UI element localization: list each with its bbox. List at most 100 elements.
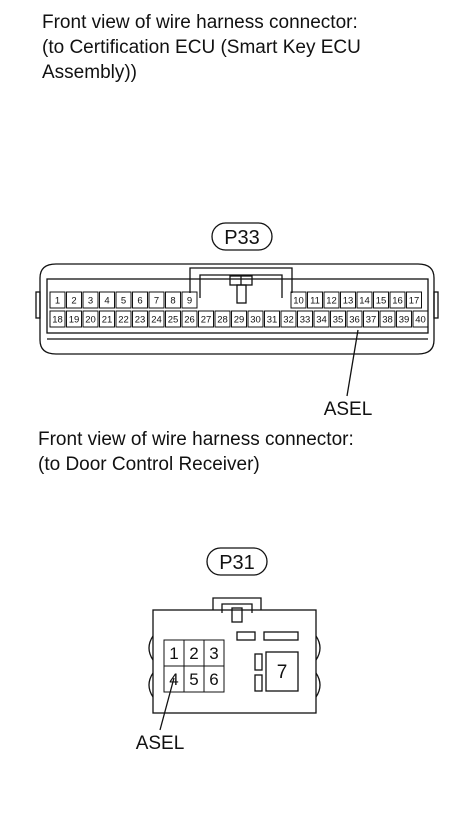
- p33-pin-29-cell: [231, 310, 247, 328]
- p31-latch: [212, 597, 262, 610]
- p33-pin-11-cell: [307, 291, 323, 309]
- p33-pin-31: 31: [267, 314, 278, 325]
- p31-pin-3: 3: [209, 644, 218, 663]
- p33-body: [46, 278, 429, 334]
- p33-tag: P33: [224, 227, 260, 249]
- p33-pin-15: 15: [376, 295, 387, 306]
- p33-pin-23: 23: [135, 314, 146, 325]
- p33-pin-35: 35: [333, 314, 344, 325]
- p33-pin-7-cell: [148, 291, 165, 309]
- p33-pin-19: 19: [69, 314, 80, 325]
- p33-pin-10: 10: [293, 295, 304, 306]
- p33-pin-17-cell: [406, 291, 422, 309]
- p33-pin-8-cell: [165, 291, 181, 309]
- p33-pin-20: 20: [85, 314, 96, 325]
- p33-pin-22-cell: [115, 310, 132, 328]
- p33-left-notch: [35, 291, 41, 319]
- p33-latch-post: [236, 284, 247, 304]
- p33-pin-24: 24: [151, 314, 162, 325]
- connector-p31: [148, 547, 321, 714]
- connector-2-caption: Front view of wire harness connector: (t…: [38, 429, 354, 475]
- p33-pin-10-cell: [290, 291, 307, 309]
- p33-pin-40: 40: [415, 314, 426, 325]
- p33-pin-8: 8: [170, 295, 175, 306]
- p33-pin-28-cell: [214, 310, 231, 328]
- p31-pin-6: 6: [209, 670, 218, 689]
- p33-pin-23-cell: [132, 310, 148, 328]
- p33-pin-3: 3: [88, 295, 93, 306]
- p31-slot-3: [254, 653, 263, 671]
- p33-pin-27: 27: [201, 314, 212, 325]
- p33-pin-34-cell: [313, 310, 330, 328]
- p33-pin-1: 1: [55, 295, 60, 306]
- p33-pin-24-cell: [148, 310, 165, 328]
- p31-left-notch-bottom: [148, 672, 154, 698]
- p33-callout-label: ASEL: [324, 399, 373, 420]
- p31-pin-5: 5: [189, 670, 198, 689]
- p31-slot-4: [254, 674, 263, 692]
- p31-pin-2: 2: [189, 644, 198, 663]
- p33-pin-5-cell: [115, 291, 132, 309]
- p33-pin-7: 7: [154, 295, 159, 306]
- p33-pin-4-cell: [99, 291, 115, 309]
- p31-housing: [152, 609, 317, 714]
- connector-1-caption: Front view of wire harness connector: (t…: [42, 12, 361, 83]
- p33-pin-36-cell: [346, 310, 363, 328]
- p33-pin-20-cell: [82, 310, 99, 328]
- p33-pin-13-cell: [340, 291, 356, 309]
- p33-pin-39: 39: [399, 314, 410, 325]
- p33-pin-37: 37: [366, 314, 377, 325]
- p31-right-notch-bottom: [315, 672, 321, 698]
- p33-pin-6: 6: [137, 295, 142, 306]
- p31-latch-post: [231, 607, 243, 623]
- p33-pin-26: 26: [184, 314, 195, 325]
- p33-pin-37-cell: [363, 310, 379, 328]
- p31-tag-outline: [206, 547, 268, 576]
- p33-latch-inner: [199, 274, 283, 298]
- p33-pin-38-cell: [379, 310, 396, 328]
- p31-callout-label: ASEL: [136, 733, 185, 754]
- p33-pin-2: 2: [71, 295, 76, 306]
- p33-pin-12: 12: [326, 295, 337, 306]
- p33-pin-15-cell: [373, 291, 389, 309]
- p33-pin-29: 29: [234, 314, 245, 325]
- p33-pin-5: 5: [121, 295, 126, 306]
- p31-slot-1: [236, 631, 256, 641]
- p33-pin-2-cell: [66, 291, 82, 309]
- p33-pin-9-cell: [181, 291, 198, 309]
- p33-pin-22: 22: [118, 314, 129, 325]
- p33-pin-31-cell: [264, 310, 280, 328]
- p33-pin-34: 34: [316, 314, 327, 325]
- p33-pin-12-cell: [323, 291, 340, 309]
- p31-pin-1: 1: [169, 644, 178, 663]
- p33-pin-16: 16: [392, 295, 403, 306]
- p33-pin-28: 28: [217, 314, 228, 325]
- p31-left-notch-top: [148, 635, 154, 661]
- p33-housing: [39, 263, 435, 355]
- p33-pin-21: 21: [102, 314, 113, 325]
- p33-right-notch: [433, 291, 439, 319]
- p33-latch-frame: [189, 267, 293, 293]
- p33-pin-18-cell: [49, 310, 66, 328]
- p33-pin-33: 33: [300, 314, 311, 325]
- p33-tag-outline: [211, 222, 273, 251]
- p33-pin-30: 30: [250, 314, 261, 325]
- p33-pin-14-cell: [356, 291, 373, 309]
- p33-pin-9: 9: [187, 295, 192, 306]
- p33-pin-14: 14: [359, 295, 370, 306]
- p33-pin-1-cell: [49, 291, 66, 309]
- p31-right-notch-top: [315, 635, 321, 661]
- p33-pin-32: 32: [283, 314, 294, 325]
- p33-pin-25: 25: [168, 314, 179, 325]
- p33-pin-25-cell: [165, 310, 181, 328]
- p31-tag: P31: [219, 552, 255, 574]
- p33-pin-18: 18: [52, 314, 63, 325]
- p33-pin-3-cell: [82, 291, 99, 309]
- p33-callout-line: [346, 329, 359, 397]
- p33-pin-27-cell: [198, 310, 214, 328]
- p33-pin-17: 17: [409, 295, 420, 306]
- p33-pin-40-cell: [412, 310, 429, 328]
